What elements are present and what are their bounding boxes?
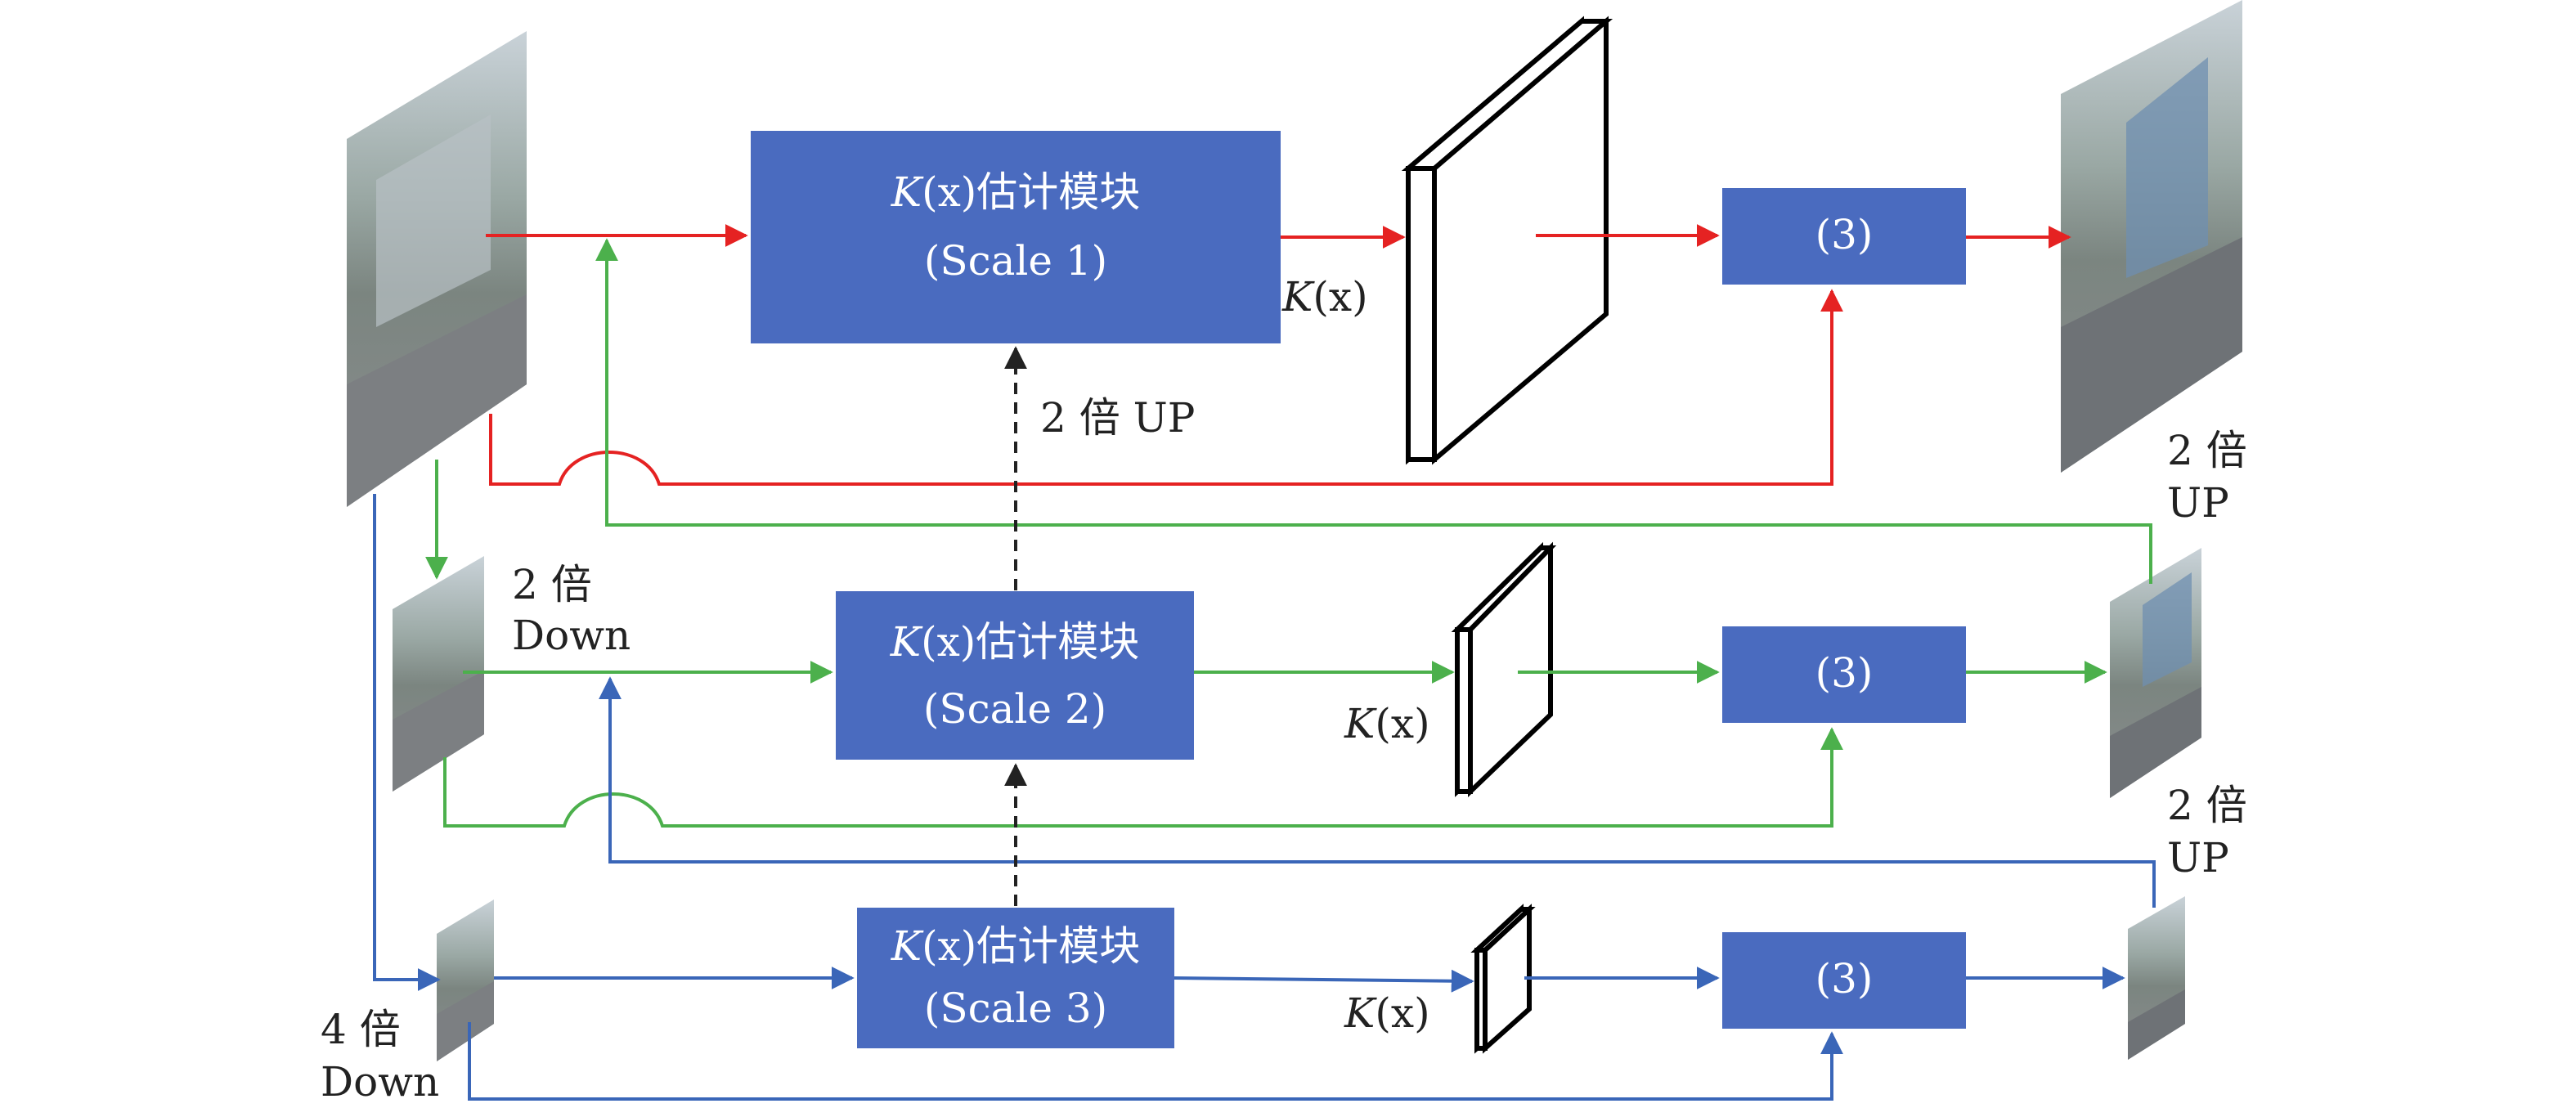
green-skip-connection (443, 727, 1843, 828)
combine-box-scale2 (1722, 626, 1966, 723)
label-2x-up-top-line1: 2 倍 (2167, 427, 2247, 474)
estimator-subtitle-scale1: (Scale 1) (924, 237, 1107, 285)
estimator-box-scale3 (857, 908, 1174, 1048)
kx-slab-scale3 (1470, 904, 1536, 1054)
output-image-scale3 (2128, 896, 2185, 1060)
kx-slab-scale2 (1451, 541, 1557, 798)
input-image-scale1 (347, 31, 527, 507)
estimator-subtitle-scale3: (Scale 3) (924, 985, 1107, 1032)
label-2x-down-line1: 2 倍 (512, 561, 592, 608)
estimator-box-scale2 (836, 591, 1194, 760)
kx-label-scale1: K(x) (1281, 273, 1368, 321)
label-2x-down-line2: Down (512, 612, 631, 659)
blue-upsample-connection (599, 676, 2156, 908)
combine-label-scale1: (3) (1815, 211, 1874, 258)
output-image-scale1 (2061, 0, 2242, 473)
estimator-title-scale2: K(x)估计模块 (890, 618, 1140, 666)
label-2x-up-top-line2: UP (2167, 479, 2229, 527)
label-2x-up-mid-line1: 2 倍 (2167, 782, 2247, 829)
blue-arrow-estimator-to-kx (1174, 969, 1474, 993)
estimator-box-scale1 (751, 131, 1281, 343)
output-image-scale2 (2110, 548, 2201, 798)
input-image-scale2 (393, 556, 484, 792)
combine-box-scale3 (1722, 932, 1966, 1029)
label-4x-down-line1: 4 倍 (321, 1006, 401, 1053)
input-image-scale3 (437, 899, 494, 1061)
label-2x-up-mid-line2: UP (2167, 834, 2229, 881)
green-upsample-connection (595, 238, 2152, 584)
combine-label-scale2: (3) (1815, 649, 1874, 697)
estimator-subtitle-scale2: (Scale 2) (923, 685, 1106, 733)
blue-arrow-down-to-scale3 (373, 494, 441, 991)
label-4x-down-line2: Down (321, 1058, 439, 1106)
combine-box-scale1 (1722, 188, 1966, 285)
kx-label-scale3: K(x) (1344, 989, 1430, 1037)
label-2x-up-estimators: 2 倍 UP (1040, 394, 1195, 442)
estimator-title-scale3: K(x)估计模块 (891, 922, 1141, 970)
combine-label-scale3: (3) (1815, 955, 1874, 1003)
red-skip-connection (489, 289, 1843, 486)
blue-skip-connection (468, 1022, 1843, 1101)
kx-label-scale2: K(x) (1344, 700, 1430, 747)
kx-slab-scale1 (1401, 16, 1613, 465)
estimator-title-scale1: K(x)估计模块 (891, 168, 1141, 216)
